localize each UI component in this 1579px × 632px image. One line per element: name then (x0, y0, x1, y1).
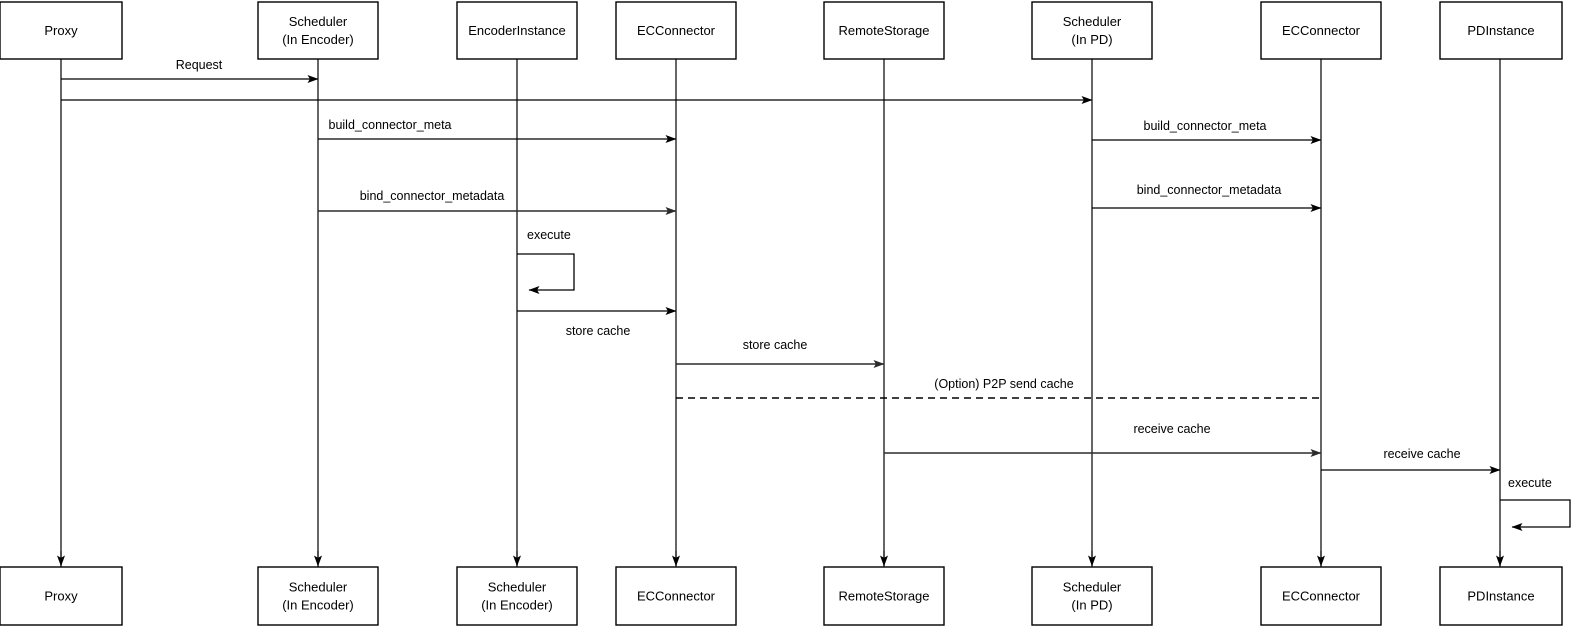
participant-top-label-sched-enc-line2: (In Encoder) (282, 32, 354, 47)
participant-bottom-label-encoder-inst-line1: Scheduler (488, 579, 547, 594)
message-m9[interactable]: (Option) P2P send cache (676, 377, 1321, 399)
participant-bottom-pd-inst[interactable]: PDInstance (1439, 566, 1563, 626)
self-message-s1[interactable]: execute (517, 228, 575, 294)
participant-bottom-label-sched-pd-line1: Scheduler (1063, 579, 1122, 594)
message-m7[interactable]: store cache (517, 307, 677, 338)
participant-top-rect-ecconn-left (615, 1, 737, 60)
participant-bottom-sched-pd[interactable]: Scheduler (In PD) (1031, 566, 1153, 626)
message-label-m4: build_connector_meta (1144, 119, 1267, 133)
top-participant-boxes: Proxy Scheduler (In Encoder) EncoderInstanc… (0, 1, 1563, 60)
participant-top-rect-proxy (0, 1, 123, 60)
participant-top-label-encoder-inst: EncoderInstance (468, 23, 566, 38)
message-label-m8: store cache (743, 338, 808, 352)
participant-bottom-rect-sched-pd (1031, 566, 1153, 626)
self-messages-layer: execute execute (517, 228, 1571, 531)
self-message-path-s1 (517, 253, 575, 294)
participant-bottom-encoder-inst[interactable]: Scheduler (In Encoder) (456, 566, 578, 626)
message-m3[interactable]: build_connector_meta (318, 118, 677, 143)
participant-bottom-sched-enc[interactable]: Scheduler (In Encoder) (257, 566, 379, 626)
participant-bottom-rect-encoder-inst (456, 566, 578, 626)
message-label-m5: bind_connector_metadata (360, 189, 505, 203)
message-m8[interactable]: store cache (676, 338, 885, 368)
participant-bottom-ecconn-right[interactable]: ECConnector (1260, 566, 1382, 626)
participant-top-proxy[interactable]: Proxy (0, 1, 123, 60)
participant-bottom-label-sched-enc-line2: (In Encoder) (282, 597, 354, 612)
participant-top-label-ecconn-left: ECConnector (637, 23, 716, 38)
message-label-m6: bind_connector_metadata (1137, 183, 1282, 197)
participant-bottom-rect-remote-store (823, 566, 945, 626)
participant-bottom-label-remote-store: RemoteStorage (838, 588, 929, 603)
message-label-m11: receive cache (1383, 447, 1460, 461)
participant-top-rect-remote-store (823, 1, 945, 60)
message-label-m1: Request (176, 58, 223, 72)
participant-bottom-label-proxy: Proxy (44, 588, 78, 603)
lifelines-layer (57, 59, 1504, 567)
participant-bottom-rect-proxy (0, 566, 123, 626)
participant-bottom-label-pd-inst: PDInstance (1467, 588, 1534, 603)
participant-bottom-label-sched-enc-line1: Scheduler (289, 579, 348, 594)
participant-bottom-label-ecconn-right: ECConnector (1282, 588, 1361, 603)
self-message-path-s2 (1500, 499, 1571, 531)
participant-top-remote-store[interactable]: RemoteStorage (823, 1, 945, 60)
participant-top-pd-inst[interactable]: PDInstance (1439, 1, 1563, 60)
participant-bottom-rect-ecconn-left (615, 566, 737, 626)
bottom-participant-boxes: Proxy Scheduler (In Encoder) Scheduler (In E… (0, 566, 1563, 626)
message-label-m3: build_connector_meta (329, 118, 452, 132)
message-m6[interactable]: bind_connector_metadata (1092, 183, 1322, 212)
participant-top-rect-encoder-inst (456, 1, 578, 60)
participant-top-label-remote-store: RemoteStorage (838, 23, 929, 38)
message-label-m9: (Option) P2P send cache (934, 377, 1073, 391)
message-m4[interactable]: build_connector_meta (1092, 119, 1322, 144)
participant-top-encoder-inst[interactable]: EncoderInstance (456, 1, 578, 60)
participant-top-rect-ecconn-right (1260, 1, 1382, 60)
participant-bottom-rect-sched-enc (257, 566, 379, 626)
message-m11[interactable]: receive cache (1321, 447, 1501, 474)
participant-bottom-rect-ecconn-right (1260, 566, 1382, 626)
participant-top-label-sched-pd-line2: (In PD) (1071, 32, 1112, 47)
participant-top-label-ecconn-right: ECConnector (1282, 23, 1361, 38)
messages-layer: Request build_connector_meta build_connect… (61, 58, 1501, 474)
participant-top-label-sched-enc-line1: Scheduler (289, 14, 348, 29)
participant-top-label-sched-pd-line1: Scheduler (1063, 14, 1122, 29)
participant-top-rect-sched-pd (1031, 1, 1153, 60)
participant-bottom-rect-pd-inst (1439, 566, 1563, 626)
participant-top-rect-sched-enc (257, 1, 379, 60)
message-m1[interactable]: Request (61, 58, 319, 83)
message-m5[interactable]: bind_connector_metadata (318, 189, 677, 215)
message-label-m7: store cache (566, 324, 631, 338)
participant-bottom-proxy[interactable]: Proxy (0, 566, 123, 626)
message-label-m10: receive cache (1133, 422, 1210, 436)
participant-top-sched-pd[interactable]: Scheduler (In PD) (1031, 1, 1153, 60)
self-message-label-s1: execute (527, 228, 571, 242)
participant-bottom-remote-store[interactable]: RemoteStorage (823, 566, 945, 626)
participant-bottom-label-encoder-inst-line2: (In Encoder) (481, 597, 553, 612)
message-m10[interactable]: receive cache (884, 422, 1322, 457)
self-message-s2[interactable]: execute (1500, 476, 1571, 531)
participant-top-rect-pd-inst (1439, 1, 1563, 60)
participant-top-label-pd-inst: PDInstance (1467, 23, 1534, 38)
participant-top-sched-enc[interactable]: Scheduler (In Encoder) (257, 1, 379, 60)
participant-bottom-label-sched-pd-line2: (In PD) (1071, 597, 1112, 612)
participant-bottom-ecconn-left[interactable]: ECConnector (615, 566, 737, 626)
participant-bottom-label-ecconn-left: ECConnector (637, 588, 716, 603)
participant-top-ecconn-right[interactable]: ECConnector (1260, 1, 1382, 60)
self-message-label-s2: execute (1508, 476, 1552, 490)
participant-top-ecconn-left[interactable]: ECConnector (615, 1, 737, 60)
participant-top-label-proxy: Proxy (44, 23, 78, 38)
